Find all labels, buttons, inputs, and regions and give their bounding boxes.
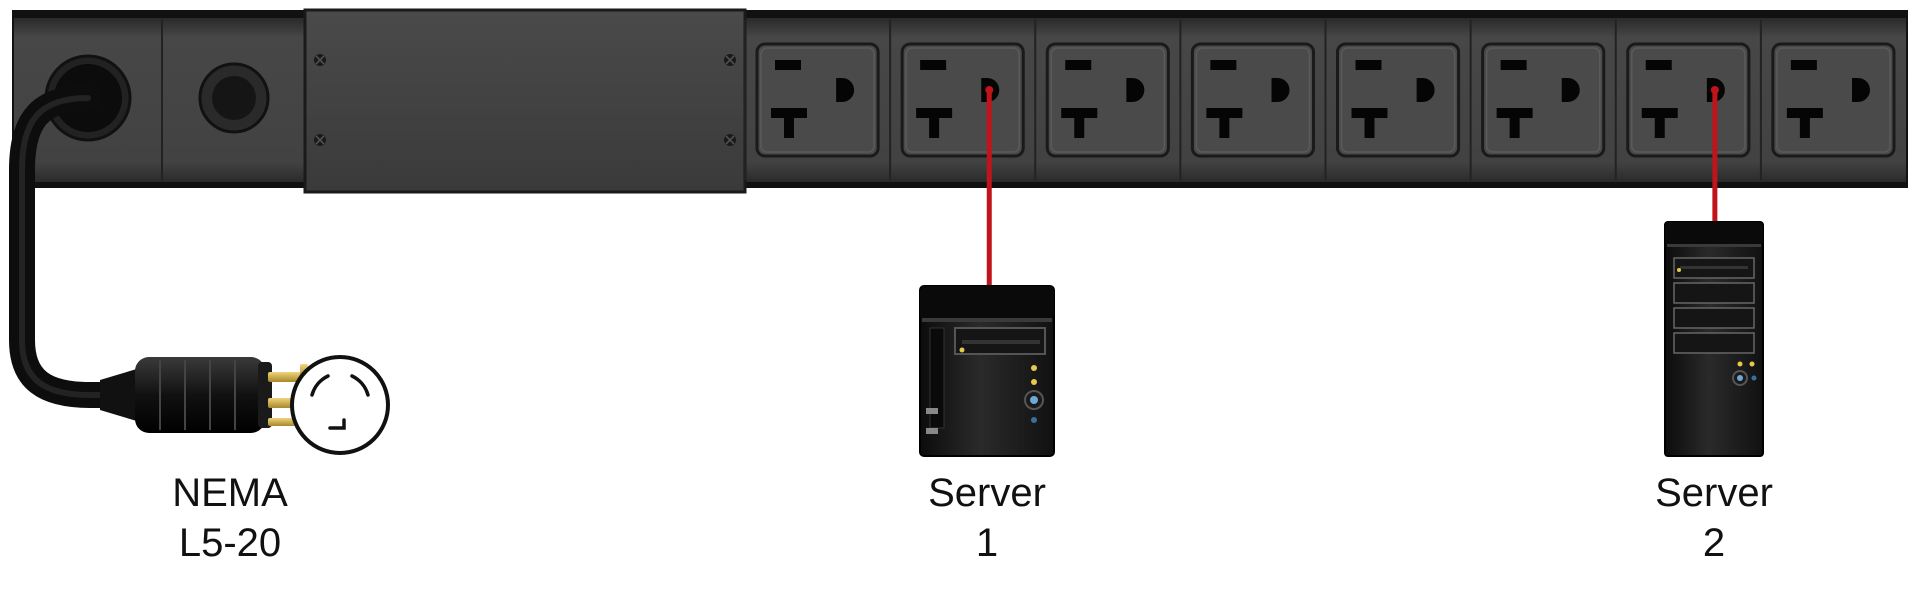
plug-type-line2: L5-20 (178, 521, 282, 565)
server-2-label-line2: 2 (1702, 521, 1726, 565)
cable-plug-point (985, 86, 994, 94)
receptacle-icon (744, 20, 880, 180)
server-cables (985, 86, 1719, 286)
power-strip-icon (12, 8, 1908, 194)
receptacle-icon (1324, 20, 1461, 180)
receptacle-icon (1179, 20, 1315, 180)
locking-plug-icon (100, 357, 320, 433)
receptacle-face-icon (290, 355, 390, 455)
server-1-label: Server 1 (867, 468, 1107, 568)
receptacle-icon (1469, 20, 1606, 180)
receptacle-icon (1614, 20, 1751, 180)
plug-type-line1: NEMA (172, 471, 288, 515)
cable-plug-point (1710, 86, 1719, 94)
power-cord (8, 85, 123, 408)
plug-type-label: NEMA L5-20 (110, 468, 350, 568)
outlet-row (744, 20, 1896, 180)
server-tower-icon (919, 285, 1055, 457)
receptacle-icon (889, 20, 1025, 180)
breaker-button (198, 62, 270, 134)
server-1-label-line1: Server (928, 471, 1046, 515)
server-1-label-line2: 1 (975, 521, 999, 565)
strip-cover-panel (303, 8, 747, 194)
server-2-label: Server 2 (1594, 468, 1834, 568)
server-tower-icon (1664, 221, 1764, 457)
server-2-label-line1: Server (1655, 471, 1773, 515)
receptacle-icon (1759, 20, 1896, 180)
receptacle-icon (1034, 20, 1170, 180)
